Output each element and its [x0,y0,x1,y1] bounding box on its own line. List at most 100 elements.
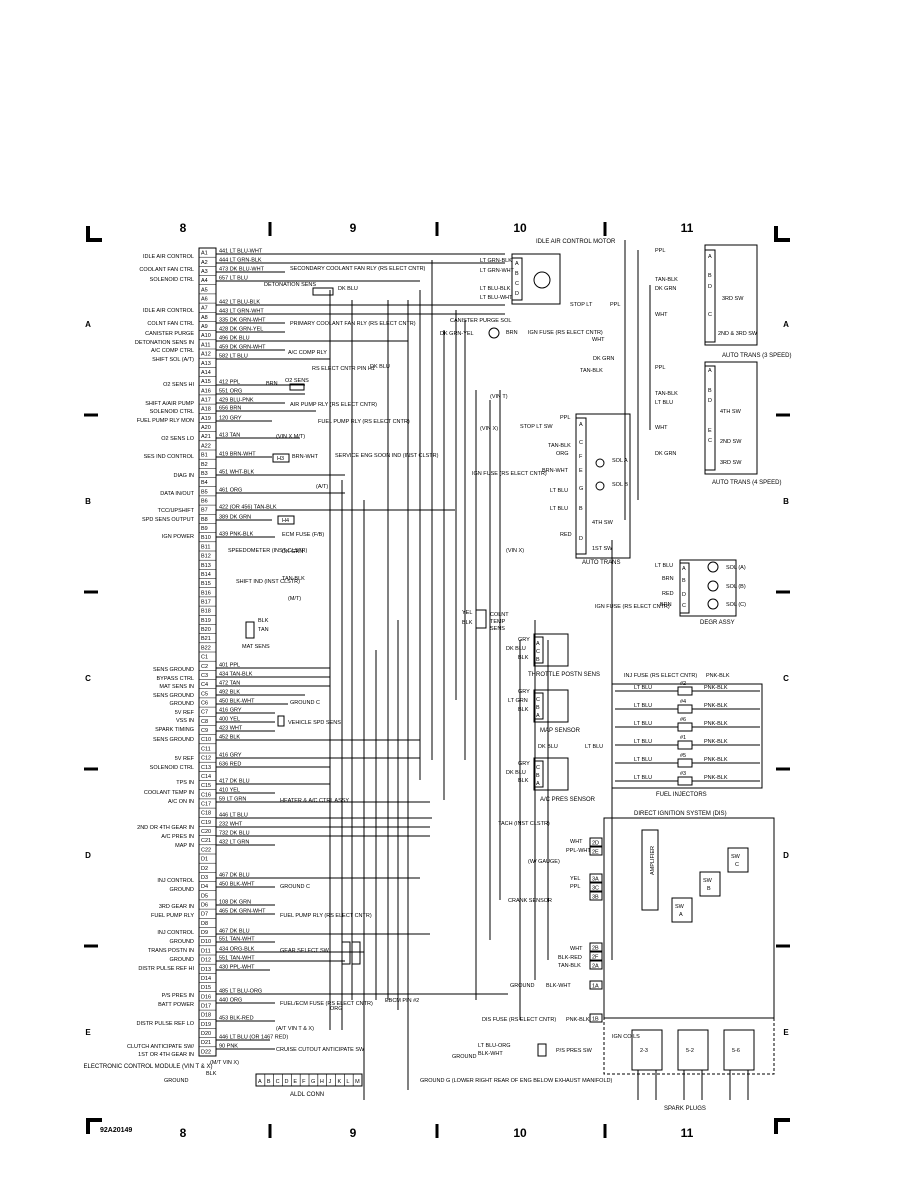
wire-label: 401 PPL [219,663,240,669]
svg-text:TAN-BLK: TAN-BLK [580,368,603,374]
svg-text:A: A [708,368,712,374]
svg-text:TAN-BLK: TAN-BLK [548,443,571,449]
wire-label: 59 LT GRN [219,797,246,803]
row-label: A [85,320,91,329]
wire-label: 419 BRN-WHT [219,452,256,458]
svg-text:CRANK SENSOR: CRANK SENSOR [508,898,552,904]
svg-text:PNK-BLK: PNK-BLK [566,1017,590,1023]
wire-label: 551 ORG [219,389,242,395]
injector-wire-label: LT BLU [634,739,652,745]
ecm-function-label: TPS IN [176,780,194,786]
svg-text:LT BLU: LT BLU [655,400,673,406]
svg-text:BRN: BRN [266,381,278,387]
wire-label: 108 DK GRN [219,900,251,906]
ecm-pin: C20 [201,829,211,835]
ecm-pin: C19 [201,820,211,826]
svg-text:VEHICLE SPD SENS: VEHICLE SPD SENS [288,720,341,726]
ecm-pin: A9 [201,324,208,330]
injector-wire-label: PNK-BLK [704,757,728,763]
ecm-pin: B19 [201,618,211,624]
row-label: D [783,851,789,860]
svg-text:E: E [579,468,583,474]
dis-pin-box [589,891,603,901]
wire-label: 434 TAN-BLK [219,672,253,678]
ecm-pin: D5 [201,893,208,899]
ecm-pin: C12 [201,756,211,762]
row-label: B [783,497,789,506]
svg-text:C: C [708,438,712,444]
wire-label: 389 DK GRN [219,515,251,521]
svg-text:STOP LT SW: STOP LT SW [520,424,553,430]
ign-coil [677,1029,709,1071]
svg-text:G: G [579,486,583,492]
ecm-function-label: BYPASS CTRL [157,676,195,682]
ecm-pin: B5 [201,489,208,495]
ecm-pin: D11 [201,948,211,954]
injector-id: #6 [680,717,686,723]
dis-pin: 3A [592,877,599,883]
ecm-pin: C2 [201,664,208,670]
svg-text:C: C [536,697,540,703]
svg-text:O2 SENS: O2 SENS [285,378,309,384]
column-label: 8 [180,1126,187,1140]
ecm-function-label: 3RD GEAR IN [159,904,194,910]
dis-pin: 2F [592,955,599,961]
aldl-pin: K [338,1079,342,1085]
row-label: B [85,497,91,506]
svg-text:HEATER & A/C CTRL ASSY: HEATER & A/C CTRL ASSY [280,798,349,804]
dis-pin-box [589,846,603,856]
ign-coil-id: 5-6 [732,1048,740,1054]
svg-text:LT BLU: LT BLU [585,744,603,750]
ecm-pin-list: A1A2A3A4A5A6A7A8A9A10A11A12A13A14A15A16A… [199,247,216,1055]
auto-trans-4-label: AUTO TRANS (4 SPEED) [712,480,781,486]
ecm-pin: C10 [201,737,211,743]
svg-text:INJ FUSE (RS ELECT CNTR): INJ FUSE (RS ELECT CNTR) [624,673,697,679]
svg-text:DK GRN: DK GRN [655,286,676,292]
injector [677,722,693,732]
svg-text:SERVICE ENG SOON IND (INST CLS: SERVICE ENG SOON IND (INST CLSTR) [335,453,439,459]
auto-trans-3speed: A B D C 3RD SW 2ND & 3RD SW AUTO TRANS (… [704,244,791,359]
svg-text:(M/T): (M/T) [288,596,301,602]
ecm-pin: A22 [201,443,211,449]
svg-text:RED: RED [662,591,674,597]
ecm-pin: D15 [201,985,211,991]
throttle-position-sensor: A C B THROTTLE POSTN SENS [528,633,600,678]
svg-text:MAT SENS: MAT SENS [242,644,270,650]
dis-pin-box [589,980,603,990]
svg-text:D: D [579,536,583,542]
svg-text:DK GRN: DK GRN [282,549,303,555]
svg-text:ECM FUSE (F/B): ECM FUSE (F/B) [282,532,324,538]
svg-text:A: A [536,713,540,719]
injector-wire-label: LT BLU [634,757,652,763]
wire-label: 467 DK BLU [219,873,250,879]
injector-id: #1 [680,735,686,741]
wire-label: 551 TAN-WHT [219,937,255,943]
ecm-pin: C18 [201,811,211,817]
svg-text:PRIMARY COOLANT FAN RLY (RS EL: PRIMARY COOLANT FAN RLY (RS ELECT CNTR) [290,321,416,327]
ecm-pin: A1 [201,251,208,257]
ecm-pin: D10 [201,939,211,945]
ecm-title: ELECTRONIC CONTROL MODULE (VIN T & X) [84,1064,213,1070]
ecm-pin: A19 [201,416,211,422]
svg-text:E: E [708,428,712,434]
ecm-pin: D7 [201,912,208,918]
wire-label: 446 LT BLU [219,813,248,819]
svg-text:WHT: WHT [570,946,583,952]
injector [677,704,693,714]
ecm-function-label: BATT POWER [158,1002,194,1008]
svg-text:DETONATION SENS: DETONATION SENS [264,282,316,288]
injector [677,686,693,696]
svg-text:SPARK PLUGS: SPARK PLUGS [664,1106,706,1112]
aldl-pin: M [355,1079,360,1085]
ecm-function-label: MAT SENS IN [159,684,194,690]
svg-text:LT BLU-WHT: LT BLU-WHT [480,295,513,301]
ecm-function-label: FUEL PUMP RLY MON [137,418,194,424]
ign-coil [723,1029,755,1071]
ecm-pin: C7 [201,710,208,716]
svg-text:SOL A: SOL A [612,458,628,464]
svg-text:SENS: SENS [490,626,505,632]
ecm-pin: B18 [201,609,211,615]
svg-text:SECONDARY COOLANT FAN RLY (RS: SECONDARY COOLANT FAN RLY (RS ELECT CNTR… [290,266,426,272]
